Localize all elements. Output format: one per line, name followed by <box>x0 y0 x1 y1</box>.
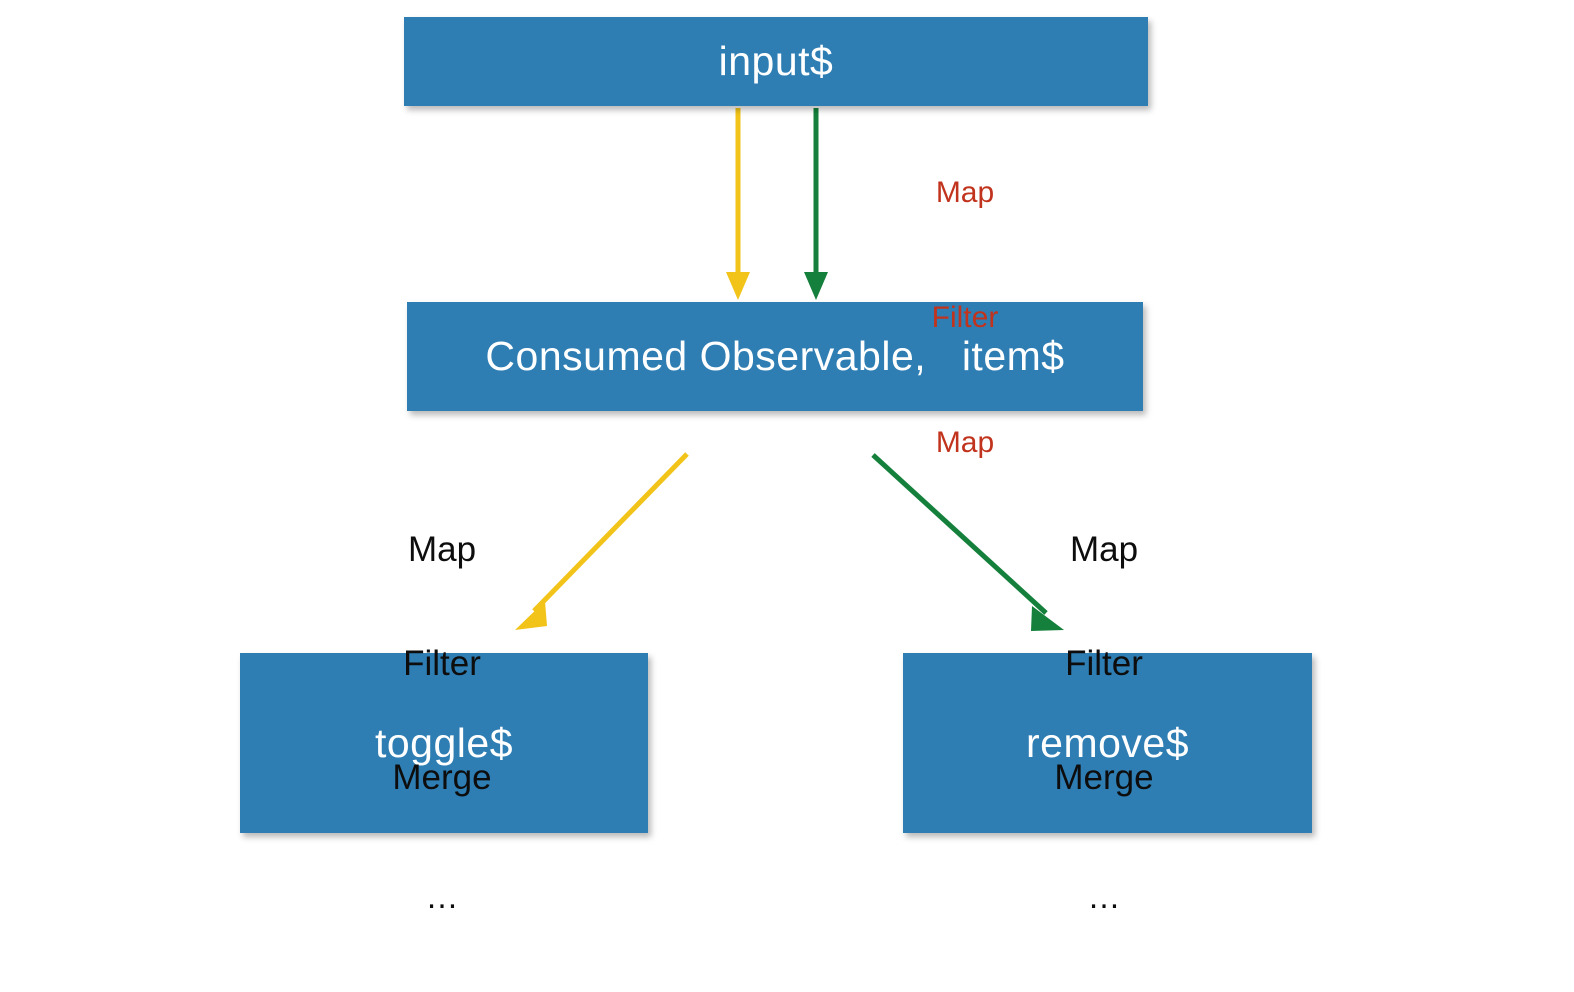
node-toggle-label: toggle$ <box>374 719 513 766</box>
arrow-consumed-to-toggle-yellow <box>515 452 689 630</box>
operator-label: Map <box>935 426 995 459</box>
operator-label: Map <box>407 530 477 569</box>
operator-stack-left: Map Filter Merge … <box>356 462 528 983</box>
operator-label: Map <box>1069 530 1139 569</box>
node-remove-label: remove$ <box>1025 719 1189 766</box>
operator-label: Filter <box>931 301 999 334</box>
operator-label: Map <box>935 176 995 209</box>
node-toggle[interactable]: toggle$ <box>240 653 648 833</box>
operator-label: Filter <box>1065 644 1143 683</box>
node-input[interactable]: input$ <box>404 17 1148 106</box>
node-input-label: input$ <box>718 38 834 84</box>
operator-label-ellipsis: … <box>1087 878 1121 915</box>
node-remove[interactable]: remove$ <box>903 653 1312 833</box>
node-consumed-observable[interactable]: Consumed Observable, item$ <box>407 302 1143 411</box>
operator-stack-right: Map Filter Merge … <box>1018 462 1190 983</box>
arrow-input-to-consumed-green <box>804 108 828 300</box>
operator-stack-top: Map Filter Map <box>880 118 1050 518</box>
operator-label-ellipsis: … <box>425 878 459 915</box>
operator-label: Merge <box>392 758 492 797</box>
operator-label: Merge <box>1054 758 1154 797</box>
operator-label: Filter <box>403 644 481 683</box>
arrow-input-to-consumed-yellow <box>726 108 750 300</box>
node-consumed-observable-label: Consumed Observable, item$ <box>485 333 1065 379</box>
